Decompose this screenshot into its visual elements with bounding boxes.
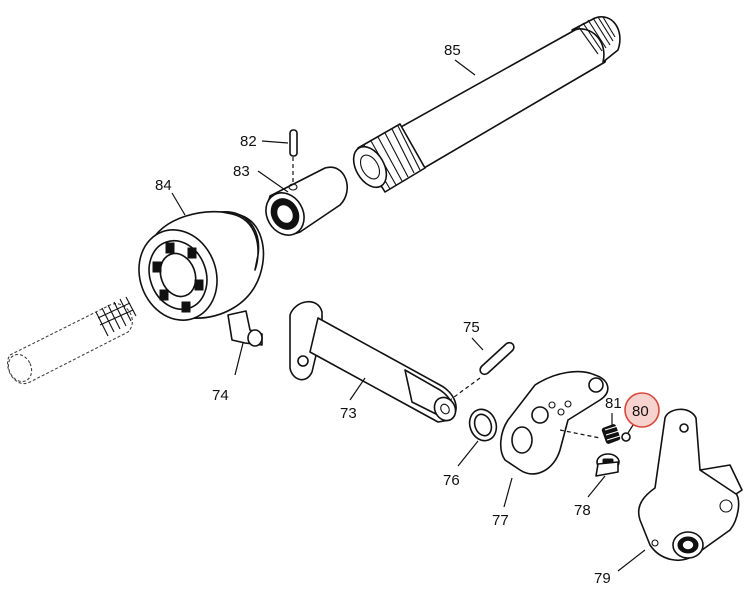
part-78-screw[interactable]	[595, 453, 620, 477]
callout-85[interactable]: 85	[444, 42, 461, 59]
callout-76[interactable]: 76	[443, 472, 460, 489]
part-77-shift-plate[interactable]	[499, 370, 609, 475]
callout-73[interactable]: 73	[340, 405, 357, 422]
callout-78[interactable]: 78	[574, 502, 591, 519]
part-85-splined-shaft[interactable]	[347, 16, 621, 193]
part-84-hub-housing[interactable]	[127, 210, 265, 332]
callout-83[interactable]: 83	[233, 163, 250, 180]
callout-84[interactable]: 84	[155, 177, 172, 194]
callout-labels: 85 82 83 84 75 74 73 81 80 76 77 78 79	[155, 42, 649, 587]
part-80-ball[interactable]	[621, 432, 631, 442]
callout-77[interactable]: 77	[492, 512, 509, 529]
part-76-washer[interactable]	[465, 406, 500, 445]
highlight-circle-80	[624, 392, 660, 428]
part-73-shift-shaft[interactable]	[289, 301, 460, 425]
leader-lines	[171, 59, 646, 572]
callout-74[interactable]: 74	[212, 387, 229, 404]
part-75-roll-pin[interactable]	[449, 341, 515, 401]
part-74-key[interactable]	[227, 310, 263, 347]
callout-75[interactable]: 75	[463, 319, 480, 336]
part-79-detent-lever[interactable]	[637, 408, 743, 561]
ghost-input-shaft	[7, 296, 137, 385]
callout-80[interactable]: 80	[632, 403, 649, 420]
callout-82[interactable]: 82	[240, 133, 257, 150]
part-82-pin[interactable]	[289, 129, 298, 186]
callout-81[interactable]: 81	[605, 395, 622, 412]
part-83-sleeve[interactable]	[258, 166, 349, 242]
part-81-spring[interactable]	[601, 424, 621, 444]
callout-79[interactable]: 79	[594, 570, 611, 587]
